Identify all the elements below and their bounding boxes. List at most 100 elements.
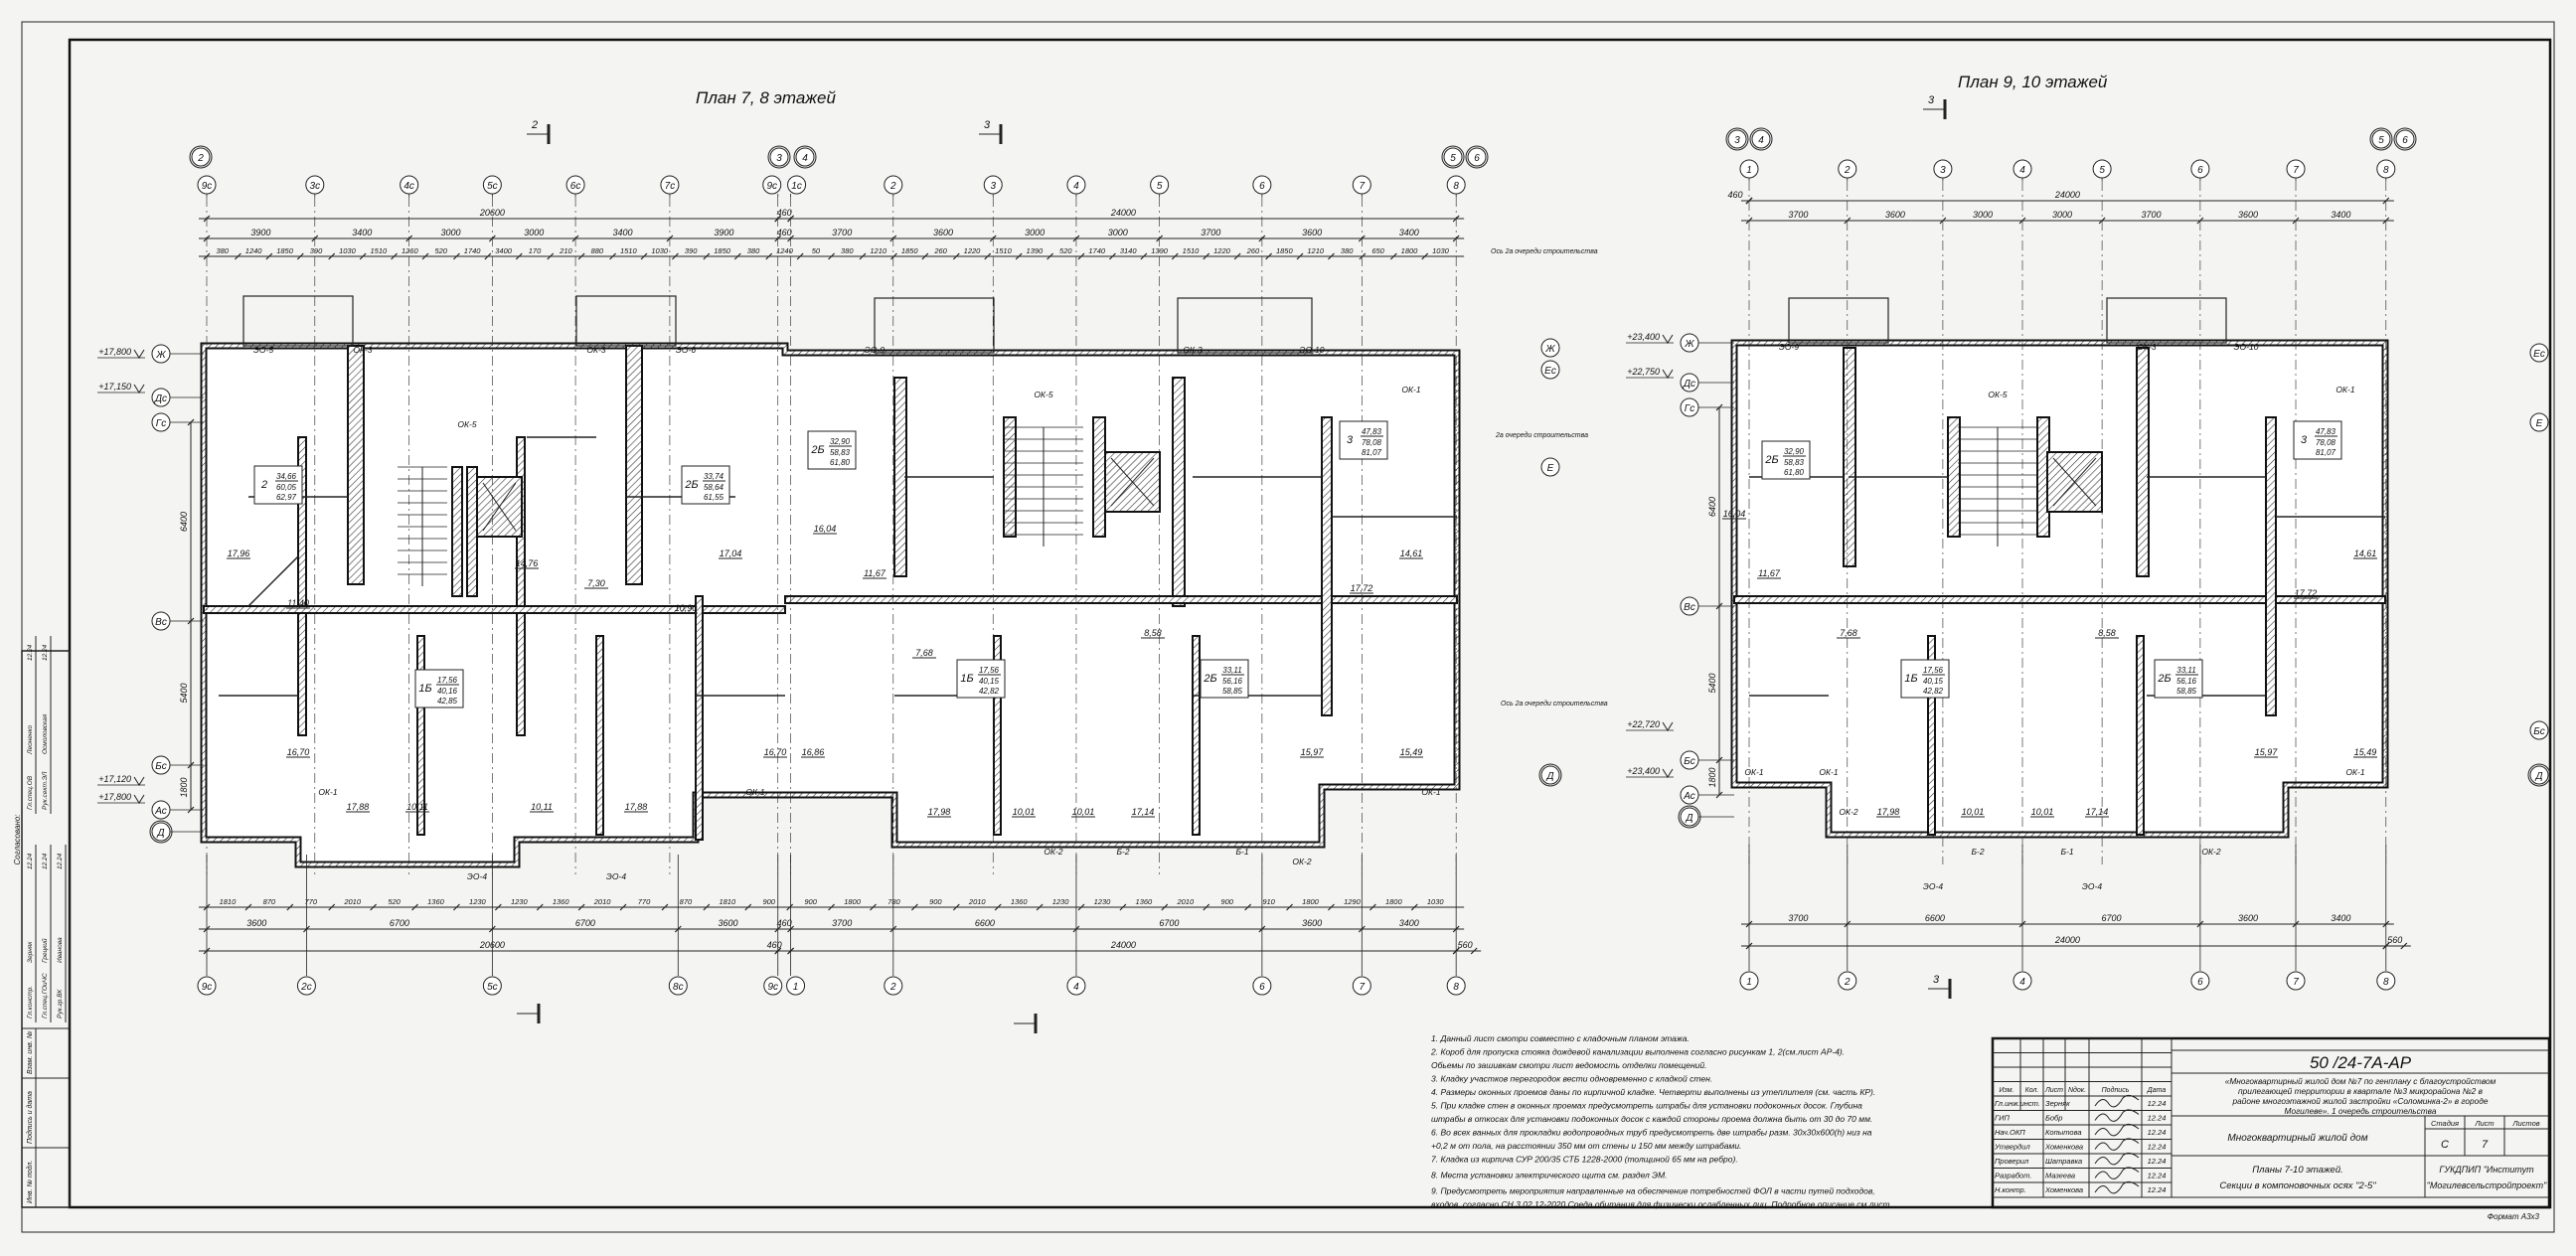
dimension-tick [1452, 215, 1460, 223]
outer-frame [21, 21, 2555, 1233]
paper-format: Формат А3х3 [2488, 1212, 2540, 1221]
detail-dimension: 2010 [1176, 897, 1195, 906]
dimension-tick [994, 903, 1002, 911]
dimension-tick [1203, 903, 1210, 911]
axis-bubble [1540, 338, 1560, 358]
axis-label: 3с [310, 181, 321, 192]
dimension-tick [244, 903, 252, 911]
dimension-tick [672, 252, 679, 260]
room-area: 17,98 [1877, 807, 1900, 817]
room-area: 10,11 [406, 802, 428, 812]
dimension-tick [1470, 947, 1478, 955]
detail-dimension: 1360 [553, 897, 570, 906]
room-area: 7,68 [915, 648, 933, 658]
dimension-tick [1715, 602, 1723, 610]
dimension-value: 3700 [1788, 913, 1808, 923]
note-line: 3. Кладку участков перегородок вести одн… [1431, 1074, 1712, 1084]
axis-bubble [2012, 159, 2032, 179]
loggia [2106, 297, 2227, 344]
loggia [1788, 297, 1889, 344]
level-value: +17,800 [98, 792, 131, 802]
sheets-header: Листов [2511, 1119, 2539, 1128]
interior-wall [595, 635, 604, 836]
apartment-type: 1Б [960, 673, 973, 685]
opening-mark: ОК-1 [1819, 767, 1838, 777]
dimension-tick [1140, 252, 1148, 260]
apartment-type: 1Б [418, 683, 431, 695]
dimension-tick [1328, 903, 1335, 911]
detail-dimension: 770 [638, 897, 651, 906]
room-area: 17,72 [1351, 583, 1373, 593]
level-mark [1662, 721, 1674, 731]
living-area: 34,66 [276, 472, 297, 481]
dimension-tick [421, 252, 429, 260]
dimension-tick [1359, 252, 1367, 260]
sign-date: 12.24 [2148, 1128, 2167, 1137]
note-line: 9. Предусмотреть мероприятия направленны… [1431, 1186, 1875, 1196]
detail-dimension: 1230 [469, 897, 487, 906]
opening-mark: ОК-3 [353, 345, 372, 355]
axis-label: Бс [2533, 726, 2545, 737]
dimension-tick [984, 252, 992, 260]
dimension-value: 6700 [1159, 918, 1179, 928]
axis-label: Д [1685, 813, 1692, 824]
overall-dimension: 460 [777, 208, 792, 218]
building-name: Многоквартирный жилой дом [2227, 1133, 2367, 1144]
axis-bubble [2395, 129, 2415, 149]
detail-dimension: 1260 [402, 246, 419, 255]
dimension-tick [359, 252, 367, 260]
signer-role: Нач.ОКП [1995, 1128, 2025, 1137]
axis-note: 2а очереди строительства [1495, 431, 1588, 439]
axis-bubble-ring [1678, 805, 1701, 829]
axis-label: Е [1547, 463, 1554, 474]
loggia [242, 295, 354, 347]
title-block: 50 /24-7А-АР «Многоквартирный жилой дом … [1991, 1036, 2551, 1221]
dimension-tick [405, 235, 413, 242]
opening-mark: ОК-1 [1421, 787, 1440, 797]
sheet-name-line-1: Планы 7-10 этажей. [2252, 1165, 2343, 1176]
detail-dimension: 1740 [464, 246, 482, 255]
axis-bubble [197, 976, 217, 996]
dimension-tick [989, 235, 997, 242]
axis-label: 7 [2293, 165, 2299, 176]
dimension-value: 3700 [1201, 228, 1220, 237]
dimension-tick [1171, 252, 1179, 260]
apartment-type: 1Б [1904, 673, 1917, 685]
apartment-label-box [1900, 659, 1950, 699]
axis-bubble [1739, 159, 1759, 179]
dimension-tick [370, 903, 378, 911]
axis-bubble [191, 147, 211, 167]
organization-line-1: ГУКДПИП "Институт [2439, 1165, 2534, 1175]
dimension-tick [1072, 235, 1080, 242]
note-line: 1. Данный лист смотри совместно с кладоч… [1431, 1033, 1690, 1043]
dimension-tick [1421, 252, 1429, 260]
axis-label: Д [1545, 771, 1553, 782]
dimension-tick [1389, 252, 1397, 260]
detail-dimension: 880 [591, 246, 604, 255]
axis-label: 4 [2019, 165, 2025, 176]
gross-area: 61,80 [1784, 468, 1805, 477]
detail-dimension: 1740 [1088, 246, 1106, 255]
overall-dimension: 24000 [1110, 208, 1136, 218]
detail-dimension: 1850 [901, 246, 919, 255]
dimension-tick [1161, 903, 1169, 911]
axis-bubble [2376, 971, 2396, 991]
signer-name: Бобр [2045, 1114, 2062, 1123]
axis-label: 2с [300, 982, 312, 993]
axis-bubble [151, 344, 171, 364]
dimension-tick [1410, 903, 1418, 911]
axis-bubble [1066, 175, 1086, 195]
dimension-tick [1258, 235, 1266, 242]
axis-bubble [1150, 175, 1170, 195]
gross-area: 61,55 [704, 493, 724, 502]
opening-mark: ОК-1 [2345, 767, 2364, 777]
axis-label: 6 [2197, 165, 2203, 176]
dimension-tick [744, 903, 752, 911]
axis-bubble [668, 976, 688, 996]
axis-bubble-ring [2527, 763, 2551, 787]
detail-dimension: 900 [929, 897, 942, 906]
axis-bubble [1540, 765, 1560, 785]
signer-role: Разработ. [1995, 1172, 2031, 1180]
dimension-value: 3600 [1302, 918, 1322, 928]
axis-label: Ас [154, 806, 167, 817]
